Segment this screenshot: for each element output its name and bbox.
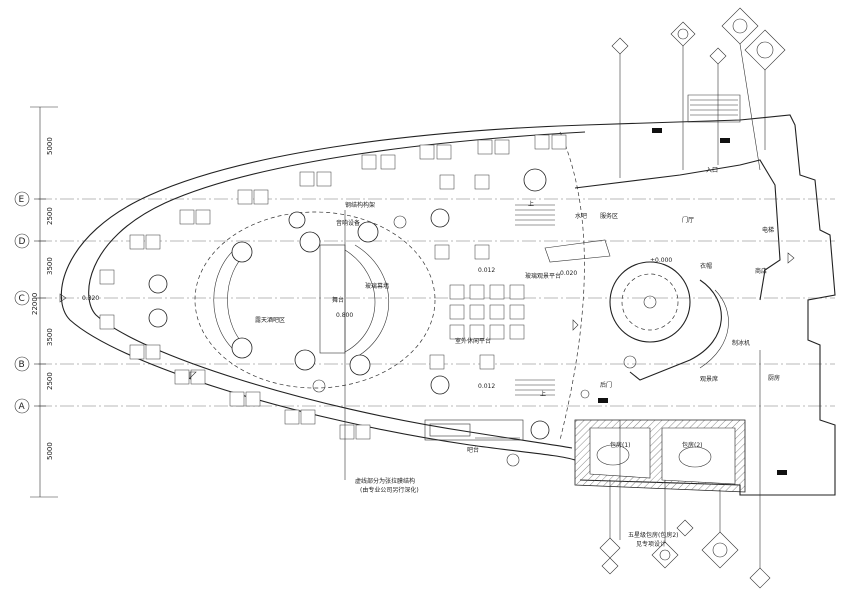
label-outdoor-deck: 室外休闲平台 [455,337,491,345]
label-hall: 门厅 [682,216,694,224]
section-markers-bottom [599,350,771,589]
axis-label-b: B [19,360,25,370]
bar-counter: 吧台 [424,419,524,454]
open-bar-zone: 露天酒吧区 舞台 0.800 音响设备 钢结构构架 0.320 [82,201,436,389]
axis-label-a: A [19,402,26,412]
stairs [515,204,611,396]
note-room: 五星级包房(包房2) [628,531,679,539]
label-stage: 舞台 [332,296,344,304]
label-frame-structure: 钢结构构架 [345,201,375,209]
label-kitchen: 厨房 [768,374,780,382]
table-set [339,424,371,440]
axis-bubbles: E D C B A [14,191,30,414]
dim-row-1: 5000 [46,137,54,155]
table-set [449,324,525,340]
note-structure-sub: (由专业公司另行深化) [360,486,419,494]
label-glass-wall: 玻璃幕墙 [365,282,389,290]
note-room-sub: 见专项设计 [636,540,666,548]
table-set [419,144,452,160]
round-hall [609,261,729,381]
table-set [477,139,510,155]
table-set [361,154,396,170]
table-set [534,134,567,150]
room-labels: 室外休闲平台 水吧 服务区 门厅 厨房 入口 后门 观景席 玻璃观景平台 衣帽 … [365,167,780,398]
table-set [129,234,161,250]
label-shop: 商店 [755,267,767,275]
dim-total: 22000 [31,293,39,315]
label-elevator: 电梯 [762,226,774,234]
label-sewage-machine: 制冰机 [732,339,750,347]
dim-row-5: 2500 [46,372,54,390]
label-reception: 服务区 [600,212,618,220]
table-set [229,391,261,407]
table-set [299,171,332,187]
table-set [99,314,115,330]
label-level-2: 0.020 [560,270,577,277]
dim-row-2: 2500 [46,207,54,225]
label-entrance: 入口 [706,167,718,174]
table-set [179,209,211,225]
axis-label-e: E [19,195,25,205]
label-level-4: 0.012 [478,383,495,390]
table-set [429,354,495,370]
label-stair-up-1: 上 [528,200,534,208]
section-markers-top [611,7,786,178]
table-set [284,409,316,425]
building-walls [574,94,836,496]
notes: 虚线部分为张拉膜结构 (由专业公司另行深化) 五星级包房(包房2) 见专项设计 [344,210,679,548]
table-sets [99,134,567,440]
axis-label-d: D [19,237,26,247]
table-set [449,304,525,320]
trees [148,168,550,440]
label-bar-table: 吧台 [467,446,479,454]
dim-row-4: 3500 [46,328,54,346]
plan-markers [59,215,795,467]
table-set [434,244,490,260]
label-private-room-2: 包房(2) [682,441,703,449]
table-set [449,284,525,300]
private-rooms: 包房(1) 包房(2) [574,419,746,493]
axis-label-c: C [19,294,25,304]
label-music-equipment: 音响设备 [336,219,360,227]
label-level-1: 0.012 [478,267,495,274]
table-set [439,174,490,190]
label-level-3: ±0.000 [650,257,672,264]
label-backdoor: 后门 [600,381,612,389]
label-stair-up-2: 上 [540,390,546,398]
table-set [99,269,115,285]
table-set [129,344,161,360]
label-viewing-seat: 观景席 [700,375,718,383]
dimension-chain-left: 5000 2500 3500 3500 2500 5000 22000 [30,106,58,498]
label-cloak: 衣帽 [700,262,712,270]
label-water-bar: 水吧 [575,212,587,220]
label-dim-0800: 0.800 [336,312,353,319]
note-structure: 虚线部分为张拉膜结构 [355,477,415,485]
label-dim-0320: 0.320 [82,295,99,302]
dim-row-6: 5000 [46,442,54,460]
grid-lines [38,198,835,407]
label-open-bar-zone: 露天酒吧区 [255,316,285,324]
table-set [237,189,269,205]
label-glass-bridge: 玻璃观景平台 [525,272,561,280]
dim-row-3: 3500 [46,257,54,275]
